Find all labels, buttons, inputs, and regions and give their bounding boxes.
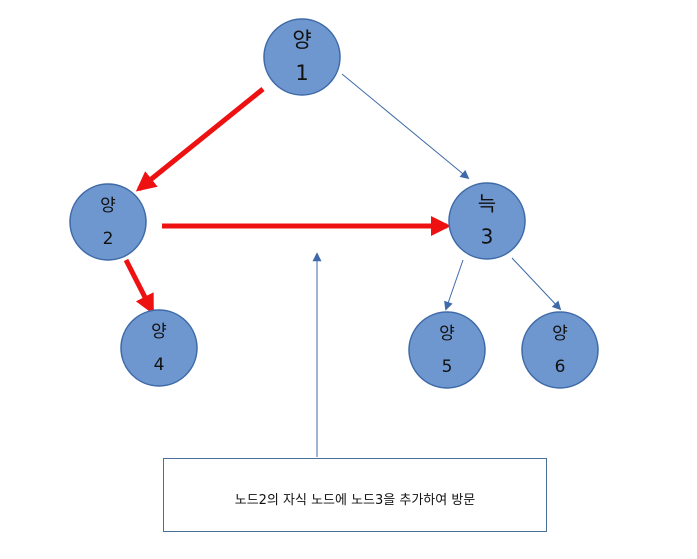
node-4: 양 4 [120,309,198,387]
edge-1-to-3 [341,73,470,180]
node-1-number: 1 [295,61,308,85]
callout-text: 노드2의 자식 노드에 노드3을 추가하여 방문 [234,492,476,508]
node-5-number: 5 [442,357,453,377]
node-2: 양 2 [69,183,147,261]
node-3: 늑 3 [448,182,526,260]
node-1: 양 1 [263,18,341,96]
node-4-state: 양 [151,322,167,342]
callout-box: 노드2의 자식 노드에 노드3을 추가하여 방문 [163,458,547,532]
edge-3-to-5 [444,259,464,311]
node-5: 양 5 [408,311,486,389]
edge-1-to-2 [135,87,265,192]
edge-3-to-6 [511,257,562,311]
node-2-state: 양 [100,196,116,216]
edge-2-to-4 [123,258,155,315]
node-6: 양 6 [521,311,599,389]
node-6-state: 양 [552,324,568,344]
node-5-state: 양 [439,324,455,344]
node-3-number: 3 [481,225,494,249]
node-4-number: 4 [154,355,165,375]
node-3-state: 늑 [478,192,496,216]
node-1-state: 양 [292,28,311,52]
node-2-number: 2 [103,229,114,249]
node-6-number: 6 [555,357,566,377]
